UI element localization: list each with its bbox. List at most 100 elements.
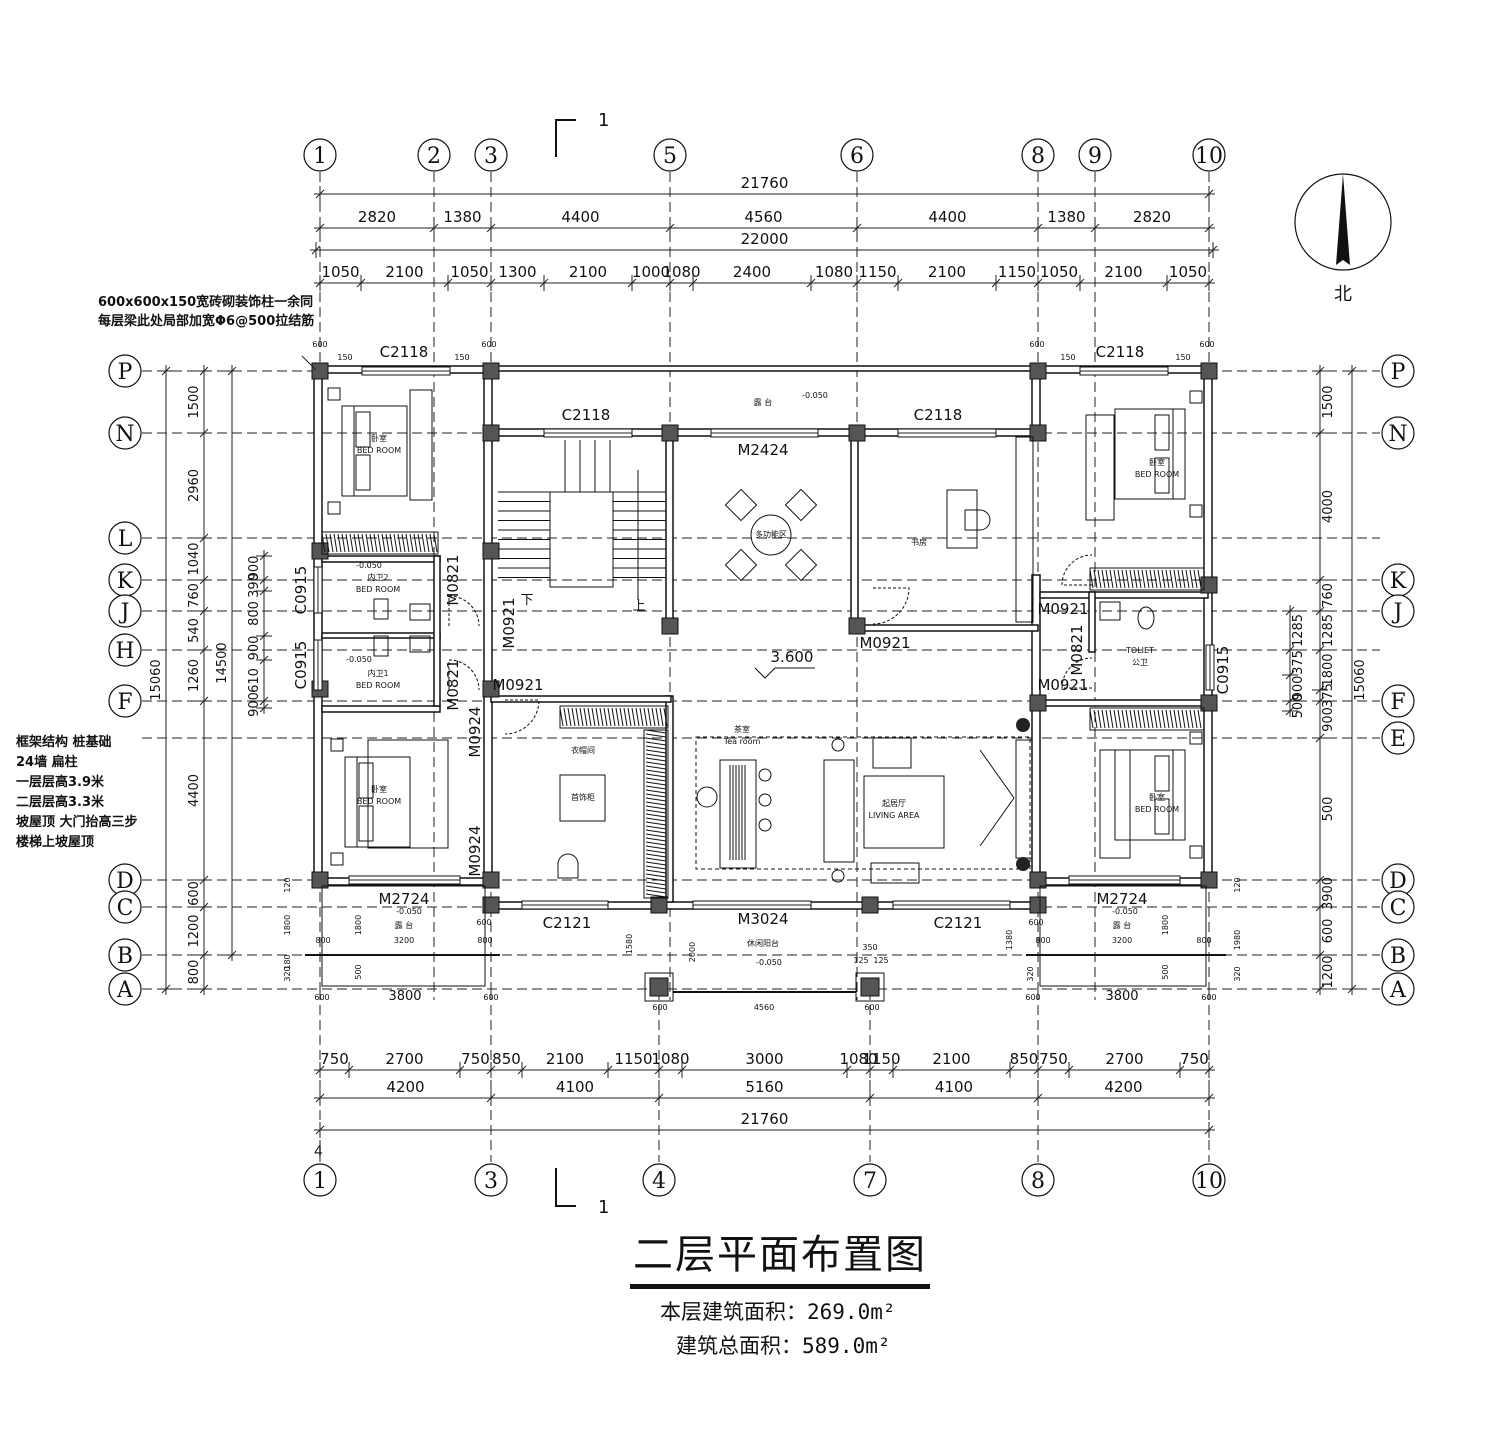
room-label-zh: 茶室 [734,724,750,734]
pillar-base [855,972,885,1002]
small-dim-500: 500 [354,964,363,979]
jewelry-cabinet-icon [559,774,606,822]
axis-bubble [303,1163,337,1197]
closet-hatch [615,707,620,727]
dim-value: 375 [1291,650,1306,675]
closet-hatch [645,753,667,758]
wall-toilet-bottom [1039,699,1209,707]
column [848,617,866,635]
column [482,896,500,914]
elevation-neg-label: -0.050 [802,391,828,400]
closet-hatch [401,533,406,553]
dim-value: 2700 [385,1050,423,1068]
window-label-c2121: C2121 [543,914,592,932]
closet-hatch [639,707,644,727]
closet-hatch [563,707,568,727]
closet-hatch [635,707,640,727]
coffee-table-icon [863,775,945,849]
column [1029,871,1047,889]
chair-icon [784,488,818,522]
room-label-zh: 卧室 [371,433,387,443]
room-label-en: BED ROOM [356,585,400,594]
closet-hatch [333,533,338,553]
small-dim-600: 600 [864,1003,879,1012]
sink-icon [409,635,431,653]
toilet-icon [373,598,389,620]
pillow-icon [355,454,371,491]
closet-hatch [1125,569,1130,589]
column [649,977,669,997]
closet-hatch [645,889,667,894]
door-label-m2724: M2724 [1096,890,1147,908]
closet-hatch [645,833,667,838]
wall-wc-bottom [321,705,441,713]
floor-area: 本层建筑面积：269.0m² [660,1300,896,1324]
small-dim-320: 320 [283,966,292,981]
column [1200,362,1218,380]
axis-bubble [108,684,142,718]
axis-bubble [1381,594,1415,628]
closet [1089,707,1205,731]
wall-left-wing-inner [483,365,493,887]
stool-icon [557,853,579,879]
note-line: 框架结构 桩基础 [16,735,112,750]
closet-hatch [1109,709,1114,729]
pillow-icon [1154,457,1170,494]
elevation-neg-label: -0.050 [346,655,372,664]
closet-hatch [1185,709,1190,729]
closet-hatch [655,707,660,727]
dim-value: 900 [1321,707,1336,732]
small-dim-150: 150 [454,353,469,362]
closet-hatch [645,837,667,842]
closet-hatch [591,707,596,727]
door-label-m0921: M0921 [492,676,543,694]
window-label-c0915: C0915 [292,641,310,690]
axis-bubble [840,138,874,172]
closet-hatch [619,707,624,727]
closet-hatch [433,533,438,553]
closet-hatch [1113,569,1118,589]
callout-line-2: 每层梁此处局部加宽Φ6@500拉结筋 [98,314,315,329]
dim-value: 4400 [928,208,966,226]
closet-hatch [1101,569,1106,589]
elevation-label: 3.600 [771,648,814,666]
closet-hatch [645,813,667,818]
closet-hatch [623,707,628,727]
closet-hatch [1193,709,1198,729]
total-area: 建筑总面积：589.0m² [676,1334,891,1358]
closet-icon [559,705,669,729]
closet-hatch [1109,569,1114,589]
closet-hatch [645,741,667,746]
plant-icon [1016,857,1030,871]
room-label-zh: TOLIET [1125,646,1154,655]
closet-hatch [645,793,667,798]
closet-hatch [365,533,370,553]
axis-bubble [1381,354,1415,388]
closet-hatch [1089,569,1094,589]
room-label-zh: 露 台 [754,397,773,407]
closet-hatch [645,781,667,786]
dim-value: 600 [187,881,202,906]
closet-hatch [645,749,667,754]
dim-value: 750 [461,1050,490,1068]
closet [643,729,669,899]
dim-value: 1200 [187,914,202,947]
closet-hatch [1177,709,1182,729]
dim-value: 2960 [187,469,202,502]
closet-hatch [1189,709,1194,729]
room-label-zh: 首饰柜 [571,792,595,802]
dim-value: 850 [1010,1050,1039,1068]
closet-hatch [1125,709,1130,729]
axis-bubble-label: 8 [1031,1169,1045,1194]
closet-hatch [329,533,334,553]
closet-hatch [1105,569,1110,589]
closet-hatch [357,533,362,553]
closet-hatch [385,533,390,553]
small-dim-320: 320 [1026,966,1035,981]
axis-bubble-label: D [116,869,134,894]
wall-cloak-right [665,695,674,903]
small-dim-1980: 1980 [1233,930,1242,950]
room-label-zh: 休闲阳台 [747,938,779,948]
door-label-m3024: M3024 [737,910,788,928]
closet-hatch [397,533,402,553]
